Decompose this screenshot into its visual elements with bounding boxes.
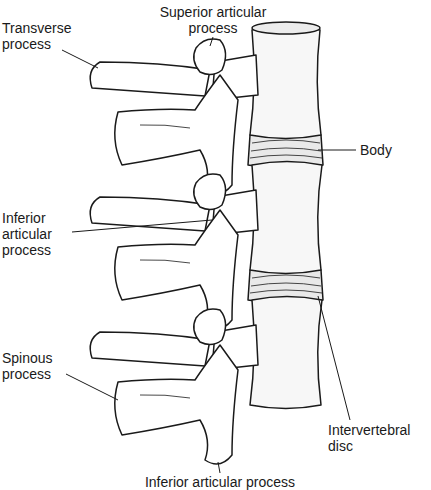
leader-line — [318, 296, 350, 420]
part-label: Transverse process — [2, 20, 80, 52]
transverse-process — [90, 62, 210, 96]
transverse-process — [90, 197, 210, 231]
superior-articular-process — [194, 174, 226, 210]
leader-line — [218, 462, 220, 473]
part-label: Intervertebral disc — [328, 422, 430, 454]
part-label: Spinous process — [2, 350, 68, 382]
spinous-process — [115, 345, 238, 464]
leader-line — [318, 150, 356, 151]
leader-line — [62, 50, 98, 68]
posterior-elements — [90, 39, 258, 464]
shading-line — [140, 395, 190, 398]
disc-fibers — [250, 140, 322, 158]
leader-lines — [62, 37, 356, 473]
leader-line — [210, 37, 213, 46]
disc-fibers — [250, 275, 322, 293]
part-label: Inferior articular process — [2, 210, 74, 258]
vertebral-body — [250, 162, 322, 274]
shading-line — [140, 125, 190, 128]
superior-articular-process — [194, 39, 226, 75]
part-label: Inferior articular process — [110, 474, 330, 490]
vertebral-body — [250, 25, 321, 139]
shading-line — [140, 260, 190, 263]
superior-articular-process — [194, 309, 226, 345]
transverse-process — [90, 332, 210, 366]
vertebral-bodies — [248, 22, 323, 409]
part-label: Superior articular process — [158, 4, 268, 36]
vertebral-body — [250, 297, 322, 409]
leader-line — [66, 374, 118, 400]
part-label: Body — [360, 142, 420, 158]
body-endplate — [252, 22, 320, 34]
leader-line — [72, 220, 212, 232]
